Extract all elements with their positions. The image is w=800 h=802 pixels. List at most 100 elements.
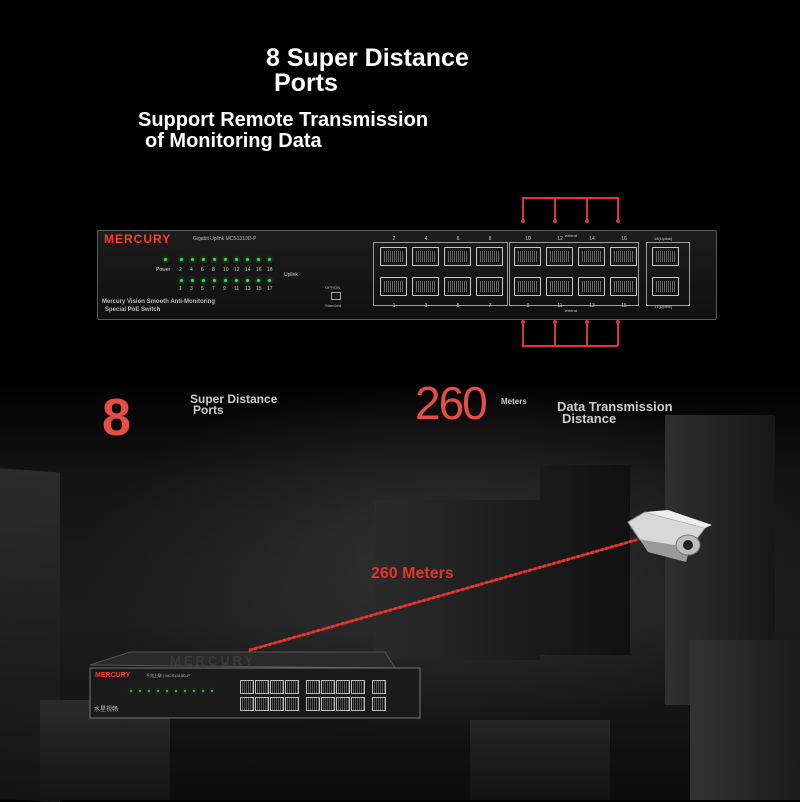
- uplink-port[interactable]: [652, 277, 679, 296]
- building-center: [375, 500, 540, 660]
- lower-switch-port: [351, 680, 365, 694]
- ethernet-port[interactable]: [610, 277, 637, 296]
- bracket-dot-bottom: [616, 320, 620, 324]
- port-number-top: 4: [424, 236, 428, 242]
- subheadline-line1: Support Remote Transmission: [138, 109, 429, 131]
- lower-switch-led: [157, 690, 159, 692]
- power-label: Power: [156, 267, 171, 273]
- bracket-bottom-bar: [522, 345, 618, 347]
- ports-count-label: Super Distance Ports: [190, 393, 277, 417]
- port-group-extend: [509, 242, 639, 306]
- camera-icon: [627, 510, 712, 562]
- lower-switch-port: [240, 697, 254, 711]
- subheadline: Support Remote Transmission of Monitorin…: [138, 110, 538, 152]
- lower-switch-port: [270, 680, 284, 694]
- lower-switch-led: [184, 690, 186, 692]
- distance-value: 260: [415, 377, 488, 429]
- port-led: [224, 258, 227, 261]
- lower-switch-port: [240, 680, 254, 694]
- lower-switch-led: [166, 690, 168, 692]
- port-number-top: 16: [621, 236, 627, 242]
- bracket-dot-top: [585, 219, 589, 223]
- lower-switch-led: [130, 690, 132, 692]
- port-led: [235, 258, 238, 261]
- lower-switch-port: [321, 680, 335, 694]
- lower-switch-led: [202, 690, 204, 692]
- led-number-top: 2: [179, 267, 182, 273]
- ethernet-port[interactable]: [514, 277, 541, 296]
- ethernet-port[interactable]: [476, 247, 503, 266]
- port-number-bottom: 13: [589, 303, 595, 309]
- ports-count-value: 8: [102, 389, 131, 447]
- extend-top-label: extend: [565, 233, 578, 238]
- ethernet-port[interactable]: [578, 247, 605, 266]
- port-led: [257, 279, 260, 282]
- headline: 8 Super Distance Ports: [266, 46, 526, 96]
- port-led: [202, 258, 205, 261]
- transmission-beam: [248, 538, 638, 652]
- switch-model-label: Gigabit Uplink MCS1310D-P: [193, 236, 257, 242]
- ethernet-port[interactable]: [380, 247, 407, 266]
- port-number-top: 6: [456, 236, 460, 242]
- ethernet-port[interactable]: [412, 247, 439, 266]
- mode-button[interactable]: [331, 292, 341, 300]
- ethernet-port[interactable]: [380, 277, 407, 296]
- ethernet-port[interactable]: [444, 247, 471, 266]
- port-number-bottom: 11: [557, 303, 563, 309]
- lower-switch-port: [306, 697, 320, 711]
- led-number-bottom: 3: [190, 286, 193, 292]
- led-number-bottom: 1: [179, 286, 182, 292]
- port-led: [257, 258, 260, 261]
- distance-label-line1: Data Transmission: [557, 399, 673, 414]
- port-led: [224, 279, 227, 282]
- uplink-port[interactable]: [652, 247, 679, 266]
- port-number-bottom: 15: [621, 303, 627, 309]
- bracket-pin-top: [617, 197, 619, 221]
- port-number-bottom: 1: [392, 303, 396, 309]
- bracket-pin-bottom: [554, 322, 556, 346]
- bracket-pin-bottom: [617, 322, 619, 346]
- bracket-dot-top: [553, 219, 557, 223]
- port-led: [268, 279, 271, 282]
- lower-switch-led: [193, 690, 195, 692]
- headline-line2: Ports: [274, 69, 338, 97]
- port-led: [202, 279, 205, 282]
- bracket-dot-bottom: [585, 320, 589, 324]
- led-number-top: 16: [256, 267, 262, 273]
- bracket-top-bar: [522, 197, 618, 199]
- ethernet-port[interactable]: [476, 277, 503, 296]
- led-number-bottom: 13: [245, 286, 251, 292]
- ethernet-port[interactable]: [546, 247, 573, 266]
- building-bottom-mid: [470, 720, 610, 800]
- port-led: [180, 258, 183, 261]
- led-number-top: 10: [223, 267, 229, 273]
- lower-switch-port: [255, 697, 269, 711]
- ethernet-port[interactable]: [546, 277, 573, 296]
- led-number-top: 4: [190, 267, 193, 273]
- subheadline-line2: of Monitoring Data: [145, 130, 322, 152]
- led-number-bottom: 11: [234, 286, 240, 292]
- led-number-bottom: 17: [267, 286, 273, 292]
- power-led: [164, 258, 167, 261]
- port-number-top: 2: [392, 236, 396, 242]
- ethernet-port[interactable]: [412, 277, 439, 296]
- ports-label-line2: Ports: [193, 403, 224, 417]
- lower-switch-port: [372, 697, 386, 711]
- lower-switch-port: [285, 697, 299, 711]
- ethernet-port[interactable]: [444, 277, 471, 296]
- port-number-bottom: 3: [424, 303, 428, 309]
- mode-button-label-bottom: Standard: [325, 303, 342, 308]
- ethernet-port[interactable]: [610, 247, 637, 266]
- ethernet-port[interactable]: [514, 247, 541, 266]
- bracket-pin-top: [586, 197, 588, 221]
- led-number-top: 14: [245, 267, 251, 273]
- led-number-bottom: 15: [256, 286, 262, 292]
- lower-switch-body-logo: MERCURY: [170, 653, 257, 668]
- port-number-top: 12: [557, 236, 563, 242]
- lower-switch-port: [351, 697, 365, 711]
- lower-switch-led: [175, 690, 177, 692]
- port-number-bottom: 5: [456, 303, 460, 309]
- ethernet-port[interactable]: [578, 277, 605, 296]
- beam-distance-label: 260 Meters: [371, 565, 454, 582]
